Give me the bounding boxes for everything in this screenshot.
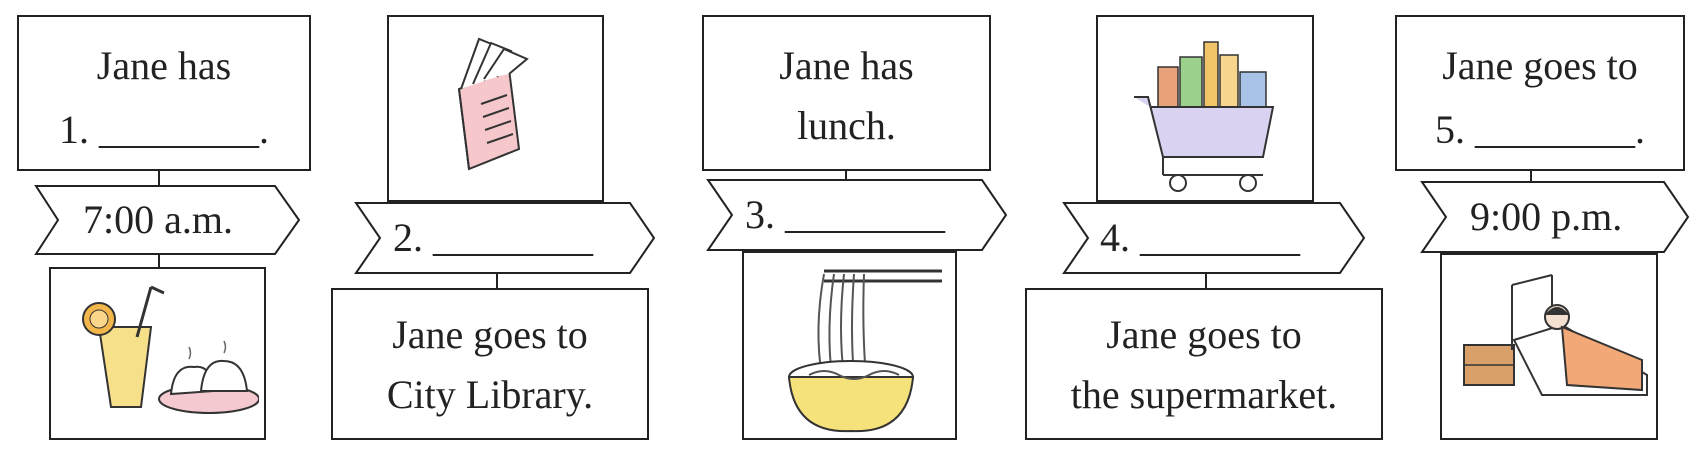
picture-box-1 [49, 267, 266, 440]
connector-5a [1530, 171, 1532, 181]
top-picture-box-2 [387, 15, 604, 202]
top-textbox-3: Jane has lunch. [702, 15, 991, 171]
connector-1a [158, 171, 160, 185]
picture-box-3 [742, 251, 957, 440]
connector-4 [1205, 274, 1207, 288]
picture-box-5 [1440, 253, 1658, 440]
connector-1b [158, 255, 160, 267]
textbox-1-line2: 1. ________. [59, 107, 269, 152]
bottom-textbox-4-line1: Jane goes to [1106, 312, 1302, 357]
top-textbox-5: Jane goes to 5. ________. [1395, 15, 1685, 171]
bottom-textbox-4-line2: the supermarket. [1070, 372, 1338, 417]
time-banner-1 [34, 185, 301, 255]
time-label-3: 3. ________ [745, 192, 945, 237]
noodles-bowl-icon [787, 269, 942, 433]
top-textbox-1: Jane has 1. ________. [17, 15, 311, 171]
connector-3a [845, 171, 847, 179]
connector-2 [496, 274, 498, 288]
bottom-textbox-2-line1: Jane goes to [392, 312, 588, 357]
juice-and-buns-icon [82, 285, 259, 414]
time-label-1: 7:00 a.m. [83, 197, 233, 242]
time-label-5: 9:00 p.m. [1470, 194, 1623, 239]
bottom-textbox-2: Jane goes to City Library. [331, 288, 649, 440]
textbox-3-line2: lunch. [797, 103, 896, 148]
bed-sleeping-icon [1463, 274, 1648, 396]
bottom-textbox-2-line2: City Library. [386, 372, 594, 417]
time-label-2: 2. ________ [393, 215, 593, 260]
textbox-3-line1: Jane has [779, 43, 914, 88]
time-banner-4 [1062, 202, 1366, 274]
time-banner-5 [1420, 181, 1690, 253]
textbox-5-line2: 5. ________. [1435, 107, 1645, 152]
bottom-textbox-4: Jane goes to the supermarket. [1025, 288, 1383, 440]
shopping-cart-icon [1134, 41, 1275, 192]
top-picture-box-4 [1096, 15, 1314, 202]
time-label-4: 4. ________ [1100, 215, 1300, 260]
book-icon [457, 37, 529, 171]
textbox-1-line1: Jane has [96, 43, 232, 88]
time-banner-3 [706, 179, 1008, 251]
time-banner-2 [354, 202, 656, 274]
textbox-5-line1: Jane goes to [1442, 43, 1638, 88]
